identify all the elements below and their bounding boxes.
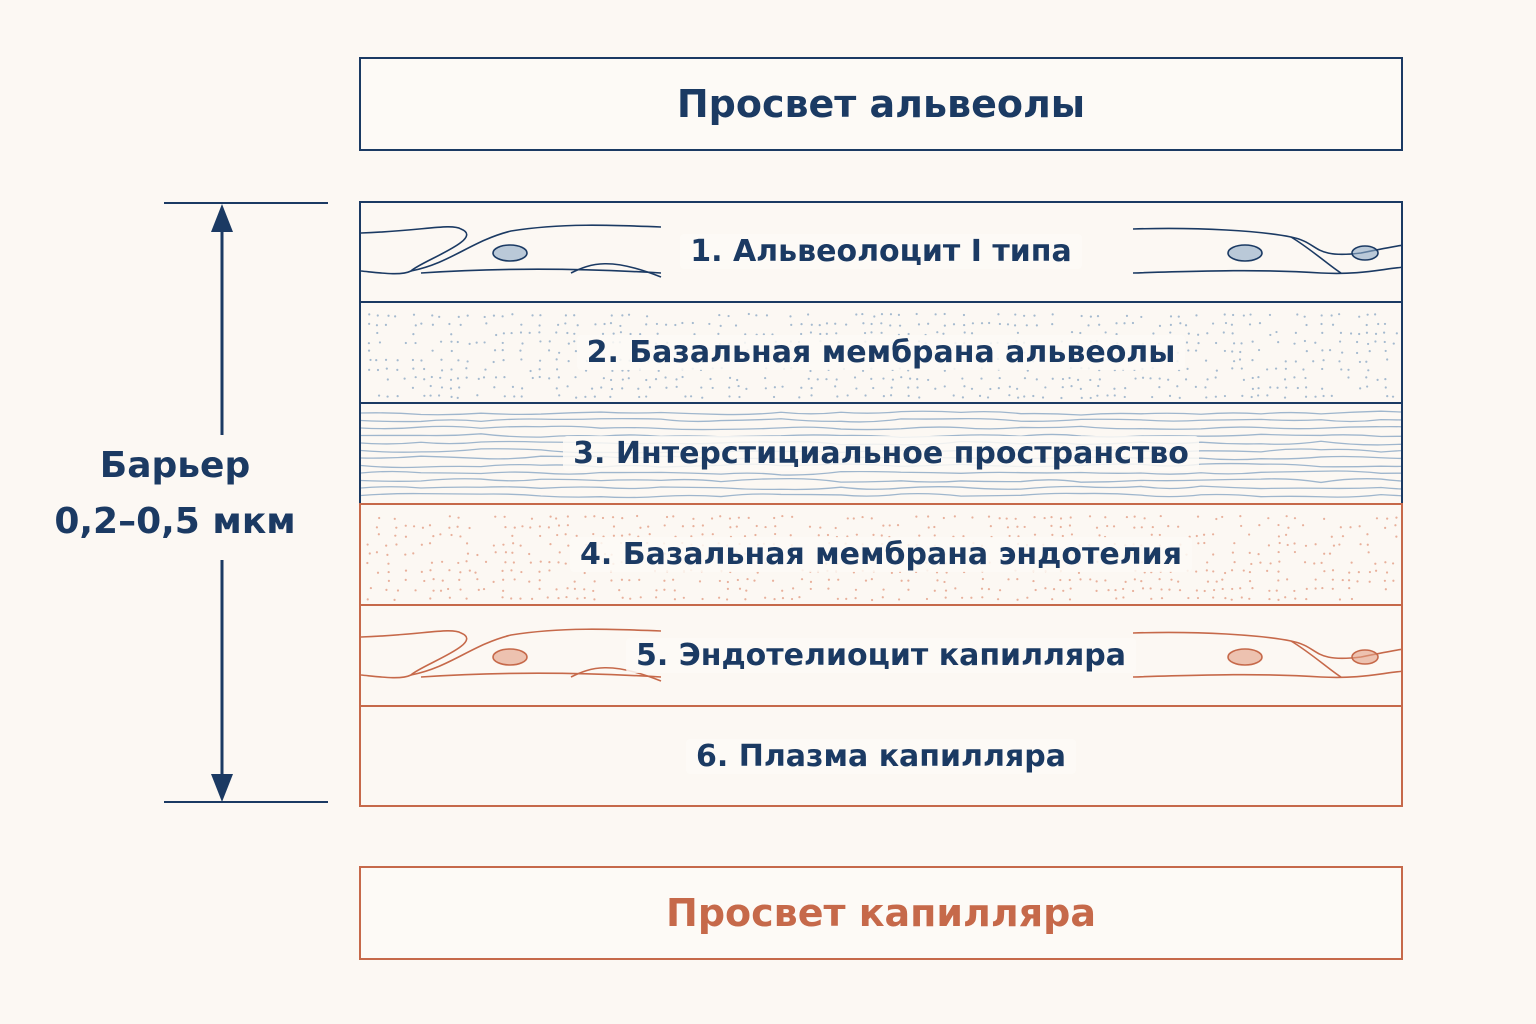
layer-label: 3. Интерстициальное пространство bbox=[563, 436, 1199, 471]
layer-label: 6. Плазма капилляра bbox=[686, 739, 1076, 774]
layer-interstitial-space: 3. Интерстициальное пространство bbox=[359, 403, 1403, 504]
layer-capillary-plasma: 6. Плазма капилляра bbox=[359, 706, 1403, 807]
layer-label: 1. Альвеолоцит I типа bbox=[680, 234, 1082, 269]
capillary-lumen-box: Просвет капилляра bbox=[359, 866, 1403, 960]
layer-label: 2. Базальная мембрана альвеолы bbox=[576, 335, 1186, 370]
barrier-thickness-label: Барьер 0,2–0,5 мкм bbox=[40, 438, 310, 550]
cell-texture bbox=[361, 224, 1401, 278]
layer-label: 5. Эндотелиоцит капилляра bbox=[625, 638, 1136, 673]
alveolar-lumen-box: Просвет альвеолы bbox=[359, 57, 1403, 151]
barrier-layer-stack: 1. Альвеолоцит I типа 2. Базальная мембр… bbox=[359, 201, 1403, 807]
layer-alveolar-basement-membrane: 2. Базальная мембрана альвеолы bbox=[359, 302, 1403, 403]
cell-texture bbox=[361, 628, 1401, 682]
barrier-thickness: 0,2–0,5 мкм bbox=[54, 501, 296, 542]
layer-endothelial-basement-membrane: 4. Базальная мембрана эндотелия bbox=[359, 504, 1403, 605]
layer-type1-alveolocyte: 1. Альвеолоцит I типа bbox=[359, 201, 1403, 302]
barrier-title: Барьер bbox=[99, 445, 251, 486]
capillary-lumen-label: Просвет капилляра bbox=[666, 891, 1096, 935]
layer-label: 4. Базальная мембрана эндотелия bbox=[570, 537, 1192, 572]
barrier-dimension-arrow bbox=[164, 202, 328, 803]
layer-capillary-endotheliocyte: 5. Эндотелиоцит капилляра bbox=[359, 605, 1403, 706]
alveolar-lumen-label: Просвет альвеолы bbox=[676, 82, 1086, 126]
